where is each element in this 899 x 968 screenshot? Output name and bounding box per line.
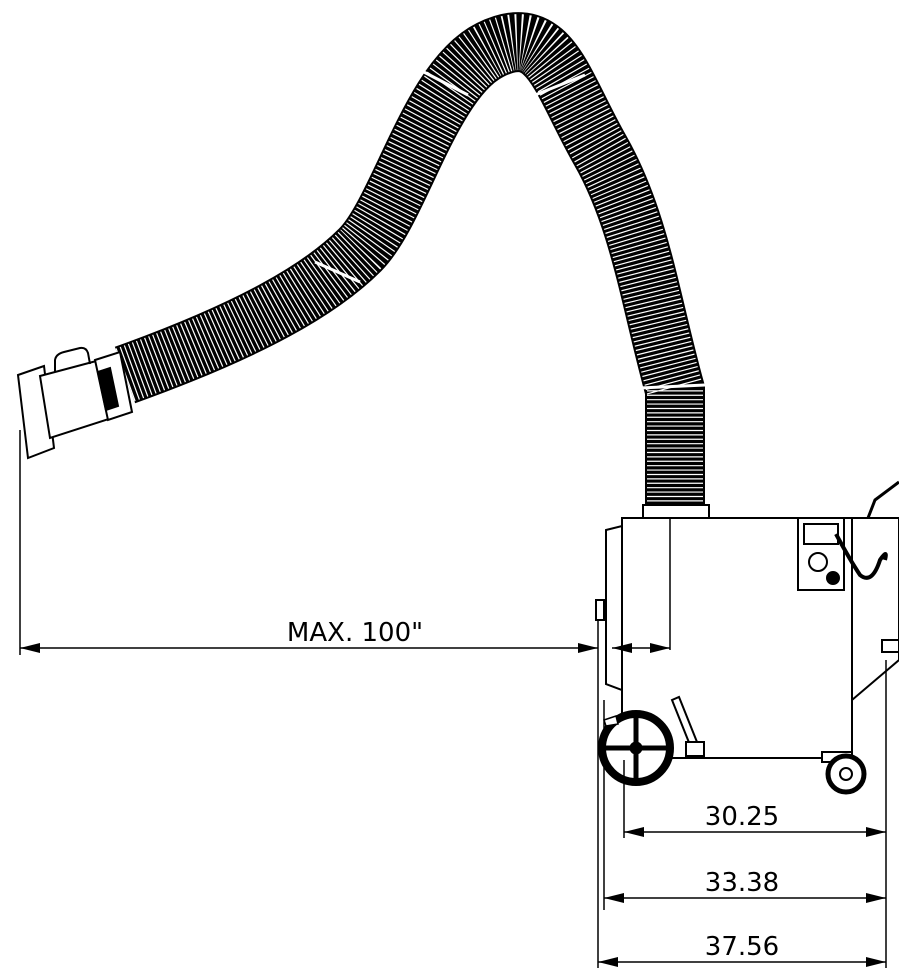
front-caster <box>821 751 867 795</box>
rear-wheel-hub <box>629 741 643 755</box>
door-latch[interactable] <box>595 599 605 621</box>
extension-lines <box>19 430 887 968</box>
hood-handle <box>54 346 91 372</box>
hose-connector <box>642 504 710 520</box>
hose-joint-band <box>419 68 469 97</box>
control-display <box>803 523 839 545</box>
lever-base <box>685 741 705 757</box>
power-cable <box>834 533 888 580</box>
rear-wheel <box>598 710 674 786</box>
width-3-label: 37.56 <box>705 932 779 962</box>
hose-joint-band <box>534 73 586 97</box>
hose-joint-band <box>639 383 706 390</box>
caster-hub <box>839 767 853 781</box>
hood-clamp <box>96 366 120 412</box>
extraction-hood[interactable] <box>16 346 134 460</box>
push-handle[interactable] <box>866 480 899 519</box>
cabinet-door <box>605 524 623 692</box>
power-switch[interactable] <box>808 552 828 572</box>
speed-knob[interactable] <box>826 571 840 585</box>
side-port <box>881 639 899 653</box>
extraction-hose <box>114 12 706 510</box>
width-2-label: 33.38 <box>705 868 779 898</box>
reach-label: MAX. 100" <box>287 618 423 648</box>
dimension-lines <box>20 643 886 967</box>
cabinet-side <box>851 517 899 703</box>
hose-joint-band <box>314 260 361 284</box>
width-1-label: 30.25 <box>705 802 779 832</box>
wheel-bracket <box>603 715 619 727</box>
